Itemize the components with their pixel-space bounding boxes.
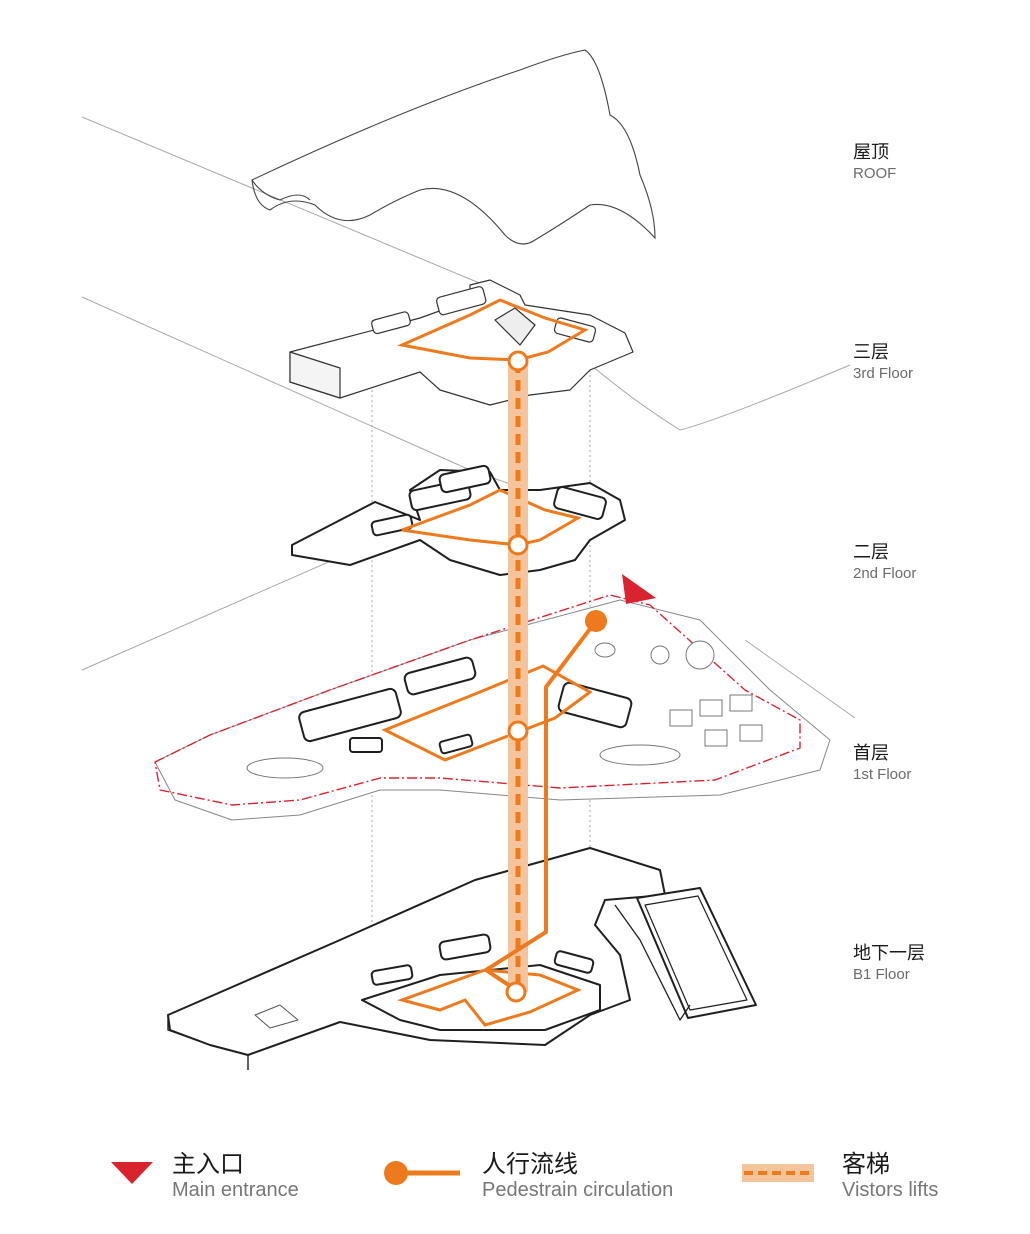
legend-label-zh: 主入口	[172, 1150, 244, 1178]
b1-floor-plan	[167, 847, 757, 1070]
legend-label-zh: 人行流线	[482, 1150, 578, 1178]
lift-stops	[505, 350, 529, 1003]
pedestrian-route	[484, 619, 598, 992]
visitor-lift-shaft	[508, 360, 528, 992]
red-triangle-icon	[111, 1162, 153, 1184]
lift-stop-first	[507, 720, 529, 742]
floor-label-third: 三层 3rd Floor	[853, 342, 914, 382]
legend-label-en: Main entrance	[172, 1179, 299, 1201]
legend-label-en: Pedestrain circulation	[482, 1179, 674, 1201]
lift-stop-third	[507, 350, 529, 372]
floor-name-en: 3rd Floor	[853, 365, 914, 382]
floor-label-b1: 地下一层 B1 Floor	[853, 943, 925, 983]
legend-label-en: Vistors lifts	[842, 1179, 939, 1201]
route-start-dot	[585, 610, 607, 632]
floor-label-roof: 屋顶 ROOF	[853, 142, 897, 182]
floor-name-zh: 屋顶	[853, 142, 889, 163]
floor-label-first: 首层 1st Floor	[853, 743, 912, 783]
legend-main-entrance: 主入口 Main entrance	[172, 1152, 299, 1200]
legend-lifts: 客梯 Vistors lifts	[842, 1152, 938, 1200]
first-floor-circulation	[381, 664, 593, 762]
floor-name-en: ROOF	[853, 165, 897, 182]
floor-name-en: 2nd Floor	[853, 565, 917, 582]
legend-symbols	[111, 1161, 814, 1185]
lift-stop-second	[507, 534, 529, 556]
floor-name-zh: 三层	[853, 342, 889, 363]
main-entrance-triangle-icon	[622, 574, 656, 604]
floor-name-zh: 地下一层	[853, 943, 925, 964]
third-floor-circulation	[396, 298, 589, 362]
floor-name-zh: 首层	[853, 743, 889, 764]
legend-pedestrian: 人行流线 Pedestrain circulation	[482, 1152, 673, 1200]
floor-name-en: 1st Floor	[853, 766, 912, 783]
floor-name-zh: 二层	[853, 542, 889, 563]
third-floor-plan	[289, 279, 634, 406]
roof-shell	[251, 49, 656, 245]
second-floor-circulation	[401, 488, 582, 547]
floor-name-en: B1 Floor	[853, 966, 910, 983]
b1-floor-circulation	[396, 968, 582, 1027]
floor-label-second: 二层 2nd Floor	[853, 542, 917, 582]
second-floor-plan	[291, 464, 626, 576]
legend-label-zh: 客梯	[842, 1150, 890, 1178]
lift-stop-b1	[505, 981, 527, 1003]
orange-dot-icon	[384, 1161, 408, 1185]
first-floor-plan	[154, 594, 831, 821]
